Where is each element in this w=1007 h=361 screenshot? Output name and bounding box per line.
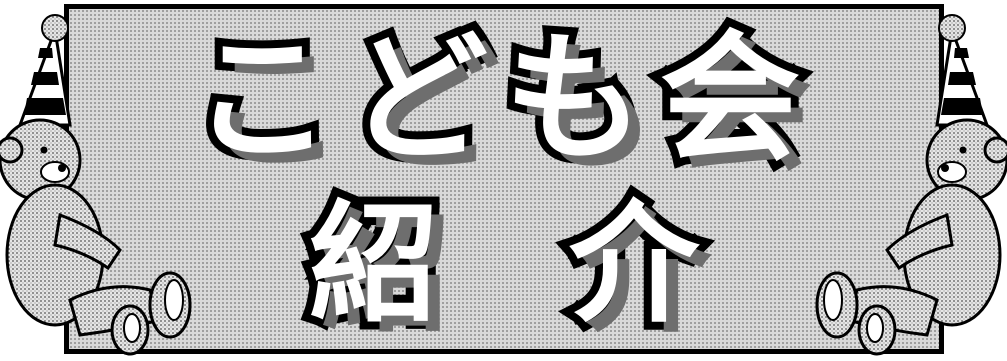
- title-char-sho: 紹: [301, 181, 447, 347]
- party-bear-left-icon: [0, 14, 192, 356]
- title-char-kai: 介: [561, 181, 707, 347]
- title-line-2: 紹介: [69, 181, 939, 347]
- party-bear-right-icon: [815, 14, 1007, 356]
- title-line-1: こども会: [184, 17, 816, 183]
- title-banner: こども会 紹介: [64, 4, 944, 354]
